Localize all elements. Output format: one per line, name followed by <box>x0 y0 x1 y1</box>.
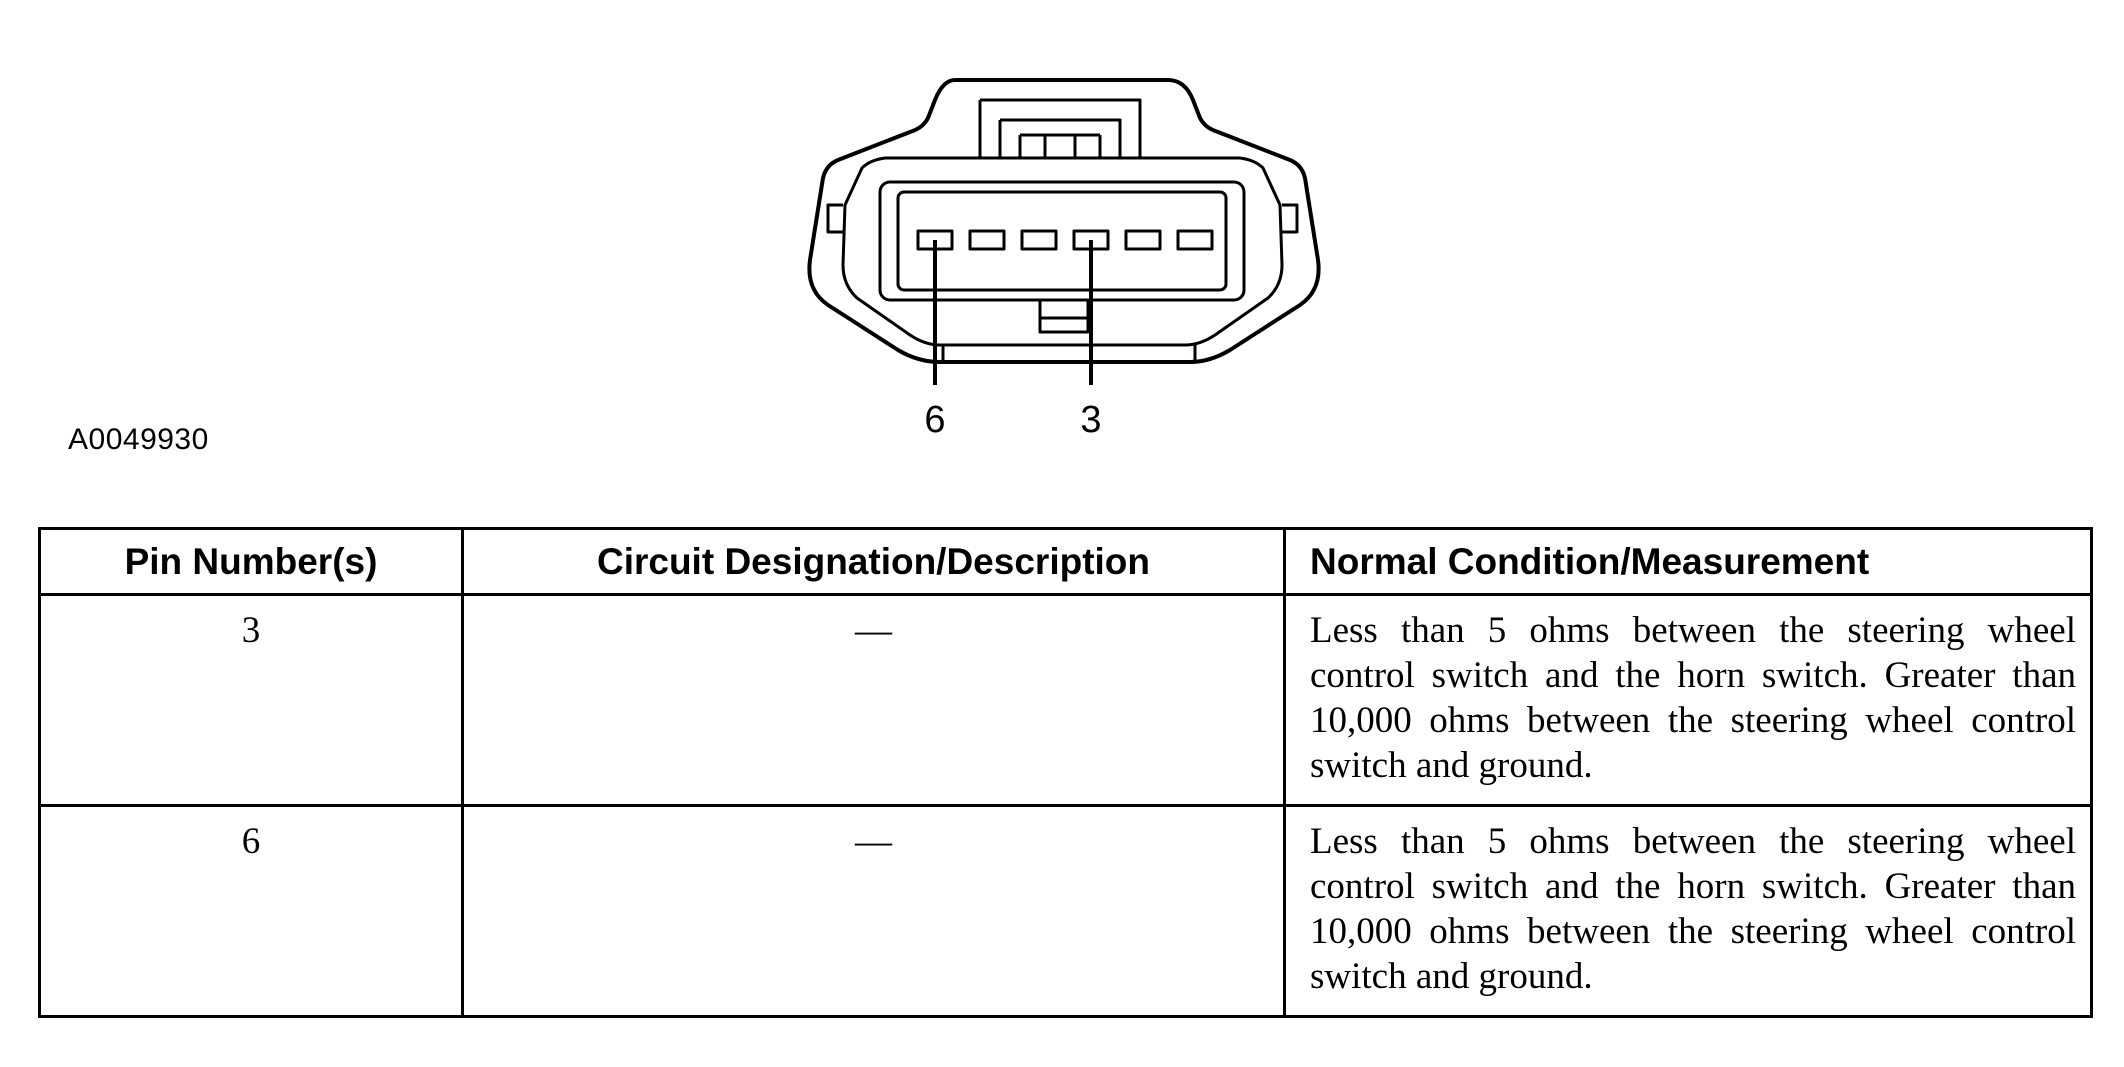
cell-measurement: Less than 5 ohms between the steering wh… <box>1283 804 2093 1018</box>
pin-cavity-group <box>916 229 1214 251</box>
cell-measurement: Less than 5 ohms between the steering wh… <box>1283 593 2093 807</box>
connector-terminal-face <box>878 180 1246 302</box>
connector-housing-outer <box>807 78 1321 364</box>
header-pin-number: Pin Number(s) <box>38 527 464 596</box>
connector-left-tab <box>826 203 843 234</box>
connector-right-tab <box>1282 203 1299 234</box>
connector-latch <box>978 98 1142 158</box>
cell-pin: 6 <box>38 804 464 1018</box>
cell-circuit: — <box>461 804 1286 1018</box>
cell-pin: 3 <box>38 593 464 807</box>
figure-id: A0049930 <box>68 423 209 456</box>
table-row: 3 — Less than 5 ohms between the steerin… <box>38 593 2093 807</box>
callout-label-pin-6: 6 <box>924 399 945 441</box>
connector-key <box>1038 300 1090 334</box>
header-measurement: Normal Condition/Measurement <box>1283 527 2093 596</box>
pin-cavity-1 <box>1176 229 1214 251</box>
table-header-row: Pin Number(s) Circuit Designation/Descri… <box>38 527 2093 596</box>
connector-housing-inner <box>841 156 1284 347</box>
pin-table: Pin Number(s) Circuit Designation/Descri… <box>38 527 2093 1018</box>
pin-cavity-2 <box>1124 229 1162 251</box>
table-row: 6 — Less than 5 ohms between the steerin… <box>38 804 2093 1018</box>
pin-cavity-5 <box>968 229 1006 251</box>
connector-bottom-skirt <box>941 345 1197 362</box>
pin-cavity-4 <box>1020 229 1058 251</box>
connector-terminal-face-inner <box>896 190 1228 292</box>
header-circuit: Circuit Designation/Description <box>461 527 1286 596</box>
callout-label-pin-3: 3 <box>1080 399 1101 441</box>
cell-circuit: — <box>461 593 1286 807</box>
